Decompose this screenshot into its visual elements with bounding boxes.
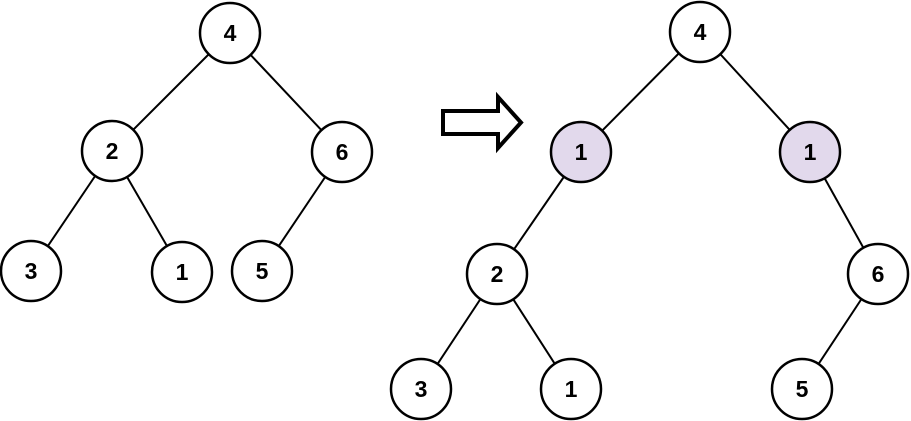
tree-before: 4 2 6 3 1 5 bbox=[0, 1, 374, 304]
node-value-label: 1 bbox=[176, 259, 189, 285]
node-circle bbox=[0, 239, 63, 303]
node-value-label: 4 bbox=[694, 19, 707, 45]
node-value-label: 3 bbox=[415, 376, 428, 402]
node-value-label: 3 bbox=[25, 258, 38, 284]
node-circle bbox=[310, 120, 374, 184]
node-circle bbox=[778, 120, 842, 184]
tree-before-node-6: 6 bbox=[310, 120, 374, 184]
tree-before-node-1: 1 bbox=[150, 240, 214, 304]
node-circle bbox=[770, 357, 834, 421]
node-circle bbox=[846, 242, 910, 306]
node-circle bbox=[150, 240, 214, 304]
node-circle bbox=[80, 119, 144, 183]
node-value-label: 6 bbox=[872, 261, 885, 287]
node-value-label: 5 bbox=[256, 258, 269, 284]
node-value-label: 5 bbox=[796, 376, 809, 402]
node-circle bbox=[198, 1, 262, 65]
transform-arrow-icon bbox=[441, 91, 524, 154]
node-value-label: 4 bbox=[224, 20, 237, 46]
tree-before-node-2: 2 bbox=[80, 119, 144, 183]
node-value-label: 1 bbox=[565, 376, 578, 402]
node-circle bbox=[539, 357, 603, 421]
tree-before-node-4: 4 bbox=[198, 1, 262, 65]
tree-after-node-4: 4 bbox=[668, 0, 732, 64]
node-circle bbox=[389, 357, 453, 421]
tree-before-node-5: 5 bbox=[230, 239, 294, 303]
node-circle bbox=[230, 239, 294, 303]
tree-after-node-1-highlighted: 1 bbox=[549, 120, 613, 184]
node-value-label: 6 bbox=[336, 139, 349, 165]
tree-after-node-1-highlighted: 1 bbox=[778, 120, 842, 184]
node-circle bbox=[668, 0, 732, 64]
tree-before-node-3: 3 bbox=[0, 239, 63, 303]
node-value-label: 1 bbox=[804, 139, 817, 165]
node-circle bbox=[465, 242, 529, 306]
tree-after-node-6: 6 bbox=[846, 242, 910, 306]
tree-after-node-1: 1 bbox=[539, 357, 603, 421]
tree-after-node-2: 2 bbox=[465, 242, 529, 306]
node-value-label: 2 bbox=[491, 261, 504, 287]
tree-after-node-5: 5 bbox=[770, 357, 834, 421]
tree-after-node-3: 3 bbox=[389, 357, 453, 421]
node-value-label: 2 bbox=[106, 138, 119, 164]
node-value-label: 1 bbox=[575, 139, 588, 165]
tree-after: 4 1 1 2 6 3 1 5 bbox=[389, 0, 910, 421]
node-circle bbox=[549, 120, 613, 184]
